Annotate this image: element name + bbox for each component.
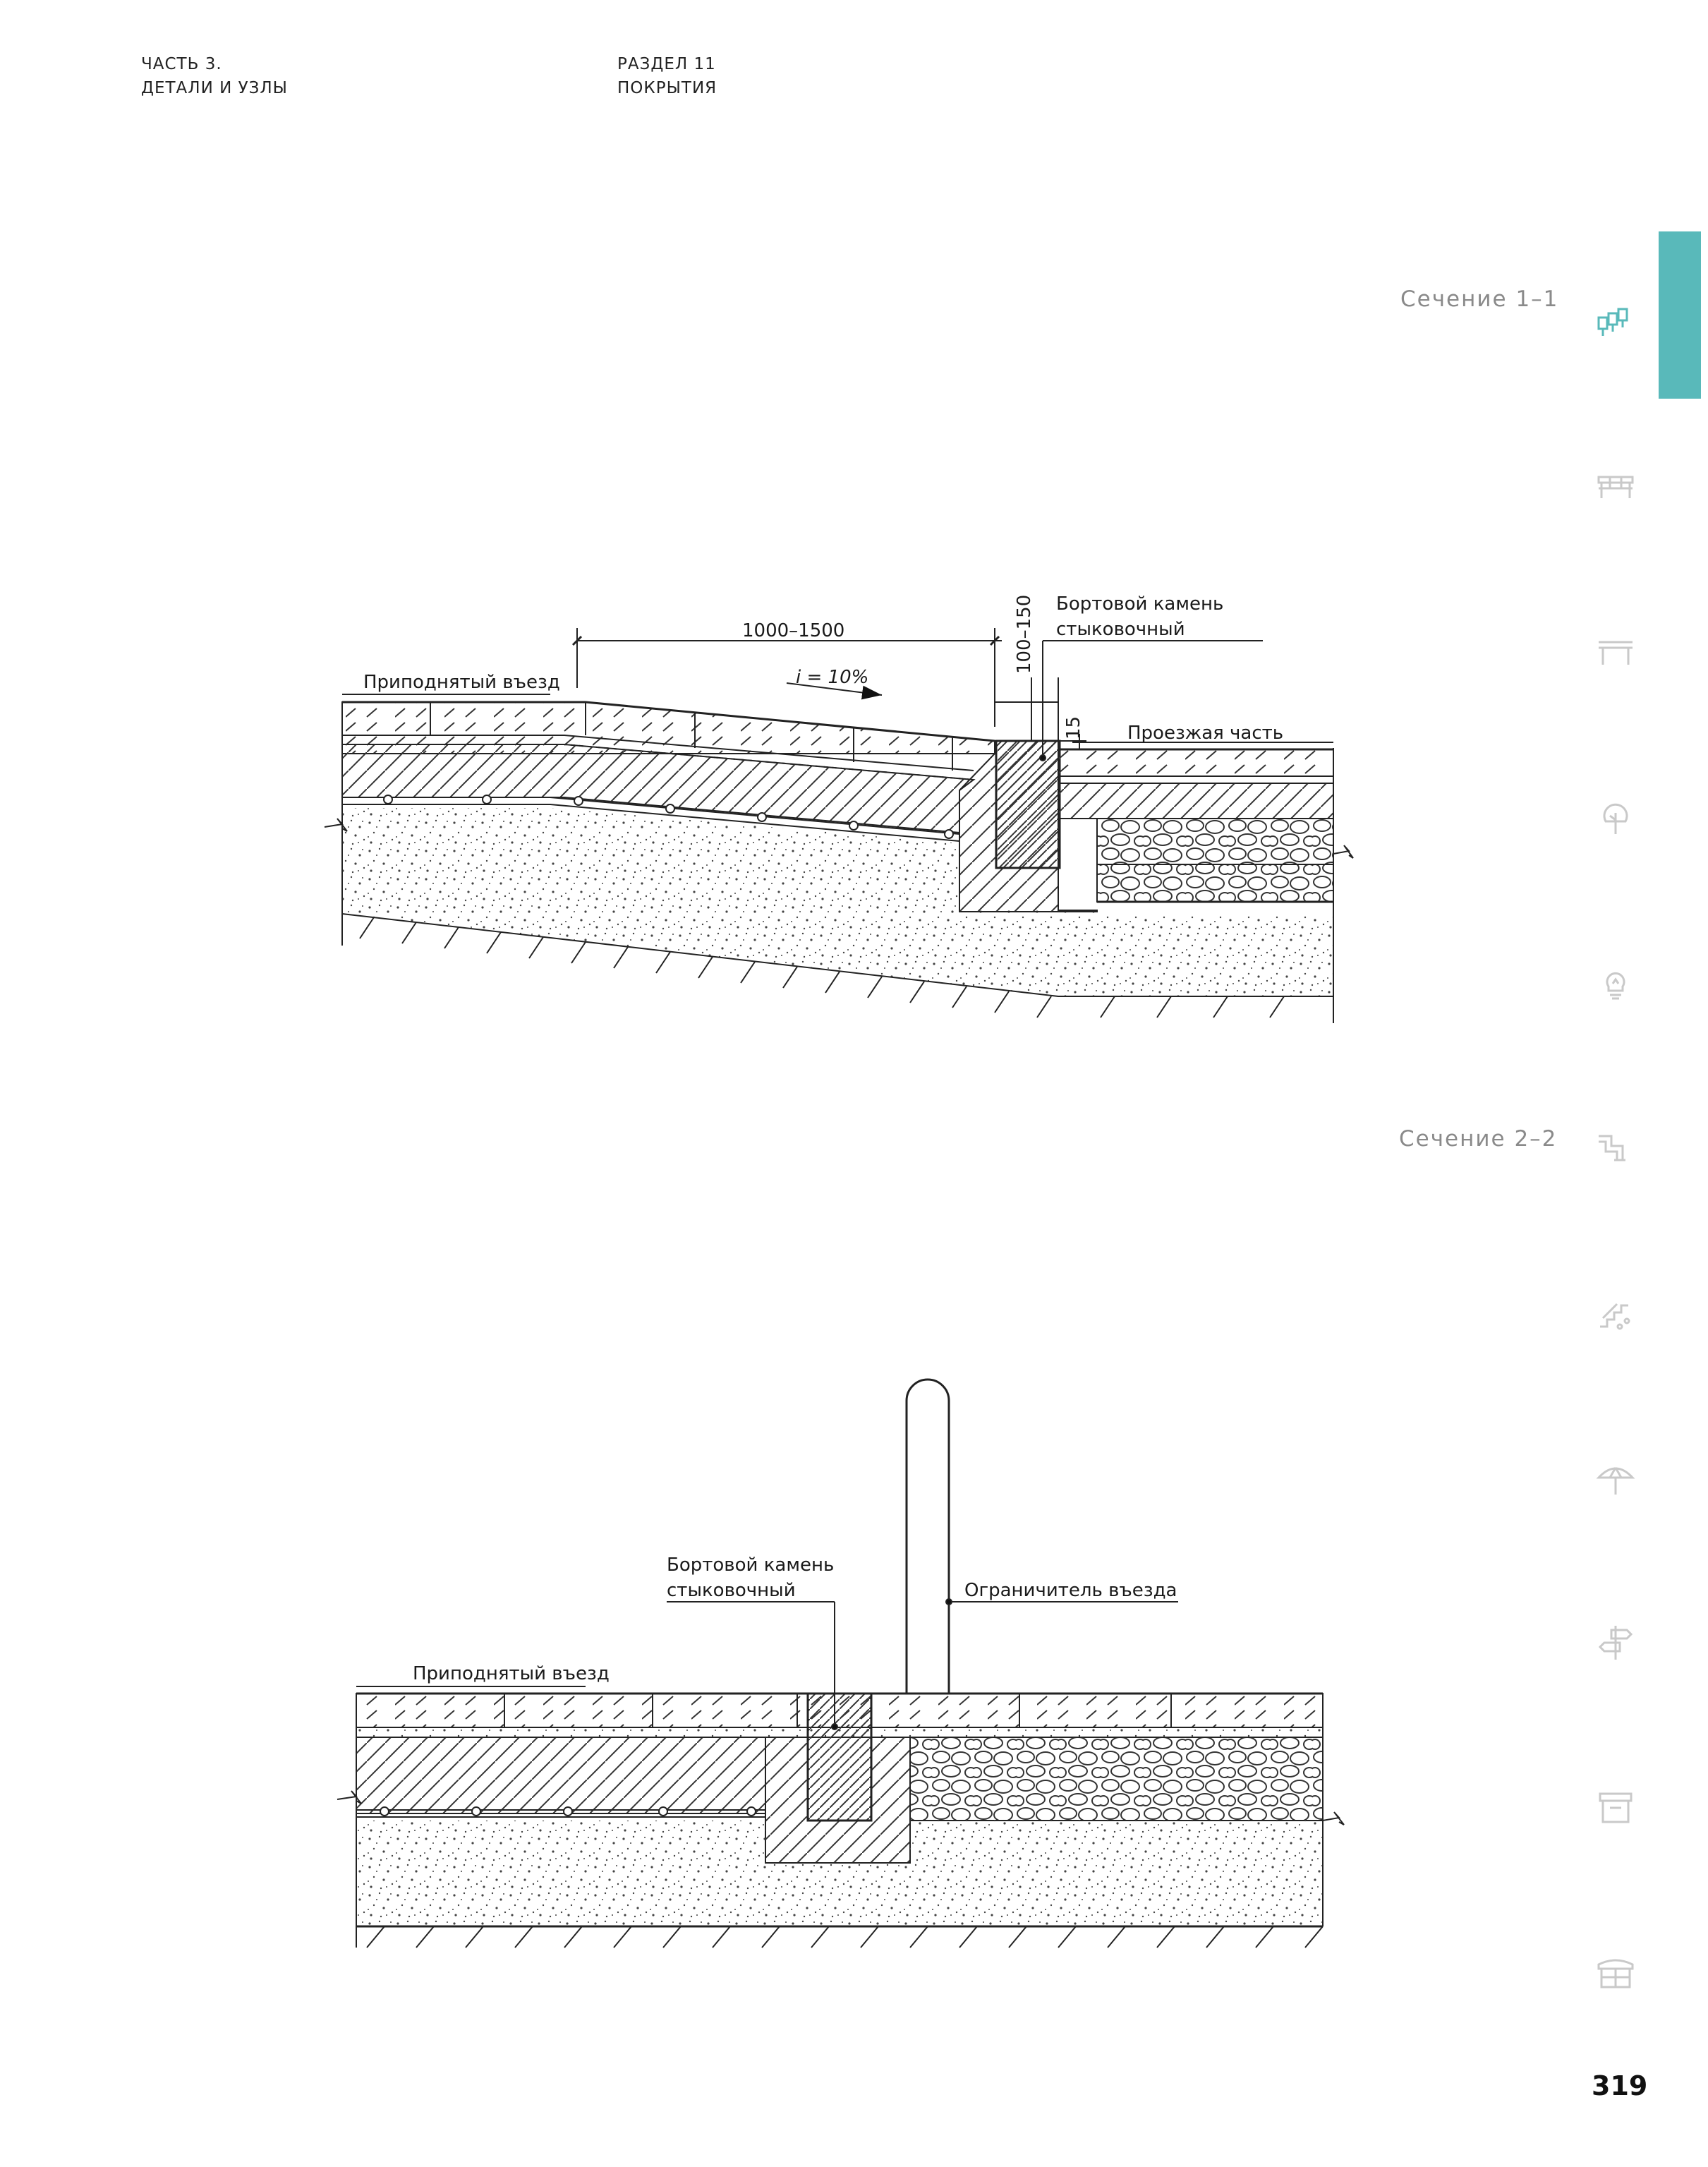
s1-roadway-label: Проезжая часть (1127, 723, 1283, 744)
section-header: РАЗДЕЛ 11 ПОКРЫТИЯ (617, 52, 717, 100)
s2-curb-label-2: стыковочный (667, 1580, 796, 1601)
section-1-title: Сечение 1–1 (1400, 286, 1559, 312)
section-2-title: Сечение 2–2 (1399, 1126, 1558, 1152)
s2-curb-label-1: Бортовой камень (667, 1555, 834, 1576)
signpost-icon[interactable] (1596, 1623, 1635, 1662)
part-line-2: ДЕТАЛИ И УЗЛЫ (141, 79, 288, 97)
s1-dim-height: 100–150 (1014, 595, 1035, 674)
section-line-1: РАЗДЕЛ 11 (617, 55, 716, 73)
stairs-icon[interactable] (1596, 1293, 1635, 1332)
s1-curb-label-1: Бортовой камень (1056, 593, 1223, 615)
part-header: ЧАСТЬ 3. ДЕТАЛИ И УЗЛЫ (141, 52, 288, 100)
kiosk-icon[interactable] (1596, 1953, 1635, 1993)
section-line-2: ПОКРЫТИЯ (617, 79, 717, 97)
bench-icon[interactable] (1596, 467, 1635, 507)
s1-curb-label-2: стыковочный (1056, 619, 1185, 640)
tree-icon[interactable] (1596, 797, 1635, 837)
umbrella-icon[interactable] (1596, 1458, 1635, 1497)
paving-icon[interactable] (1596, 302, 1635, 342)
page-number: 319 (1592, 2070, 1648, 2101)
s1-raised-entry-label: Приподнятый въезд (363, 672, 560, 693)
pipe-icon[interactable] (1596, 1128, 1635, 1167)
s1-dim-length: 1000–1500 (742, 620, 844, 641)
s2-raised-entry-label: Приподнятый въезд (413, 1663, 610, 1684)
active-chapter-tab[interactable] (1659, 231, 1701, 399)
lamp-icon[interactable] (1596, 962, 1635, 1002)
bin-icon[interactable] (1596, 1788, 1635, 1828)
s1-dim-gap: 15 (1063, 716, 1084, 740)
s2-bollard-label: Ограничитель въезда (964, 1580, 1177, 1601)
pergola-icon[interactable] (1596, 632, 1635, 672)
s1-slope-label: i = 10% (796, 667, 868, 688)
part-line-1: ЧАСТЬ 3. (141, 55, 222, 73)
